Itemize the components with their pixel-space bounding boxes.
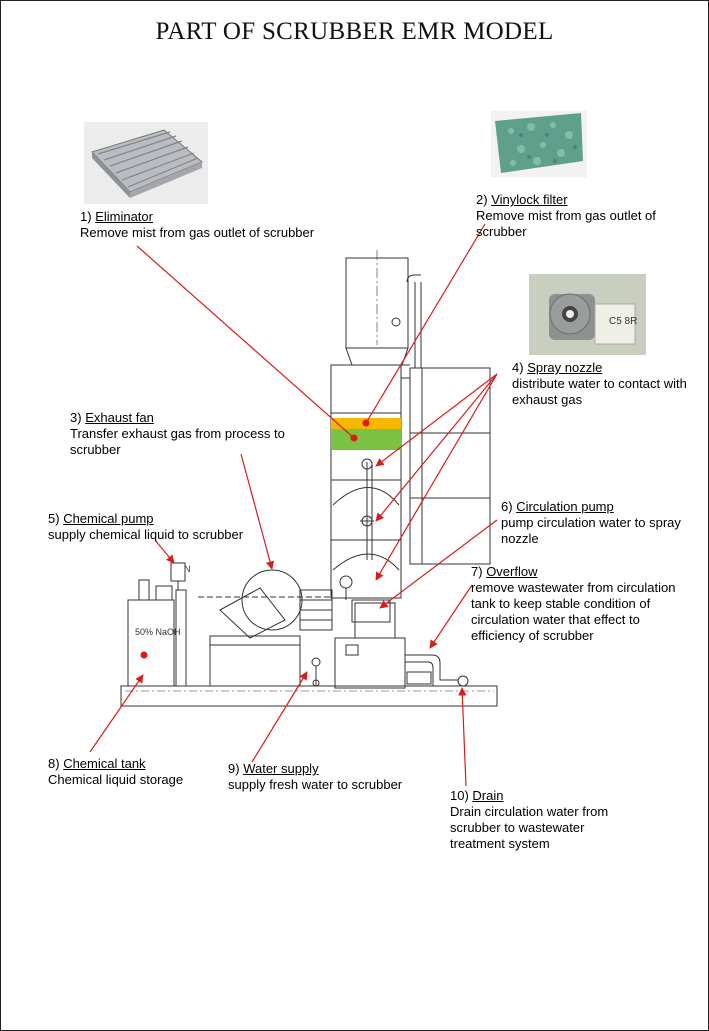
vinylock-filter-photo [491, 111, 587, 177]
overflow-leader [429, 584, 473, 649]
exhaust-fan-housing [241, 569, 303, 631]
vinylock-filter-leader [365, 223, 486, 424]
spray-nozzle-leader-2 [375, 373, 498, 522]
circulation-pump [351, 599, 391, 623]
label-spray-nozzle: 4) Spray nozzle distribute water to cont… [512, 360, 687, 407]
label-eliminator: 1) Eliminator Remove mist from gas outle… [80, 209, 315, 240]
chemical-tank-dot [140, 651, 148, 659]
spray-nozzle-photo: C5 8R [529, 274, 646, 355]
chemical-pump-leader [154, 539, 175, 564]
spray-nozzle-leader-1 [375, 373, 498, 467]
eliminator-dot [362, 419, 370, 427]
label-exhaust-fan: 3) Exhaust fan Transfer exhaust gas from… [70, 410, 285, 457]
label-vinylock-filter: 2) Vinylock filter Remove mist from gas … [476, 192, 656, 239]
pump-mark: N [184, 564, 191, 574]
label-drain: 10) Drain Drain circulation water from s… [450, 788, 609, 851]
scrubber-tower [330, 364, 402, 599]
circulation-pump-leader [379, 519, 498, 609]
eliminator-leader [136, 245, 355, 439]
spray-nozzle-leader-3 [375, 373, 498, 581]
page-title: PART OF SCRUBBER EMR MODEL [155, 18, 554, 45]
exhaust-fan-leader [240, 453, 275, 570]
drain-leader [458, 687, 467, 787]
chemical-tank-leader [89, 674, 144, 753]
vinylock-filter-band [331, 429, 401, 450]
nozzle-note: C5 8R [609, 316, 637, 327]
fan-base [209, 635, 301, 687]
label-chemical-tank: 8) Chemical tank Chemical liquid storage [48, 756, 184, 787]
eliminator-photo [84, 122, 208, 204]
label-circulation-pump: 6) Circulation pump pump circulation wat… [501, 499, 681, 546]
vinylock-filter-dot [350, 434, 358, 442]
label-water-supply: 9) Water supply supply fresh water to sc… [228, 761, 403, 792]
chemical-tank [127, 599, 175, 687]
label-chemical-pump: 5) Chemical pump supply chemical liquid … [48, 511, 244, 542]
tank-label: 50% NaOH [135, 627, 181, 637]
label-overflow: 7) Overflow remove wastewater from circu… [471, 564, 676, 643]
chemical-pump [170, 562, 186, 582]
base-frame [120, 685, 498, 707]
side-panel [409, 367, 491, 565]
water-supply-leader [251, 671, 308, 763]
